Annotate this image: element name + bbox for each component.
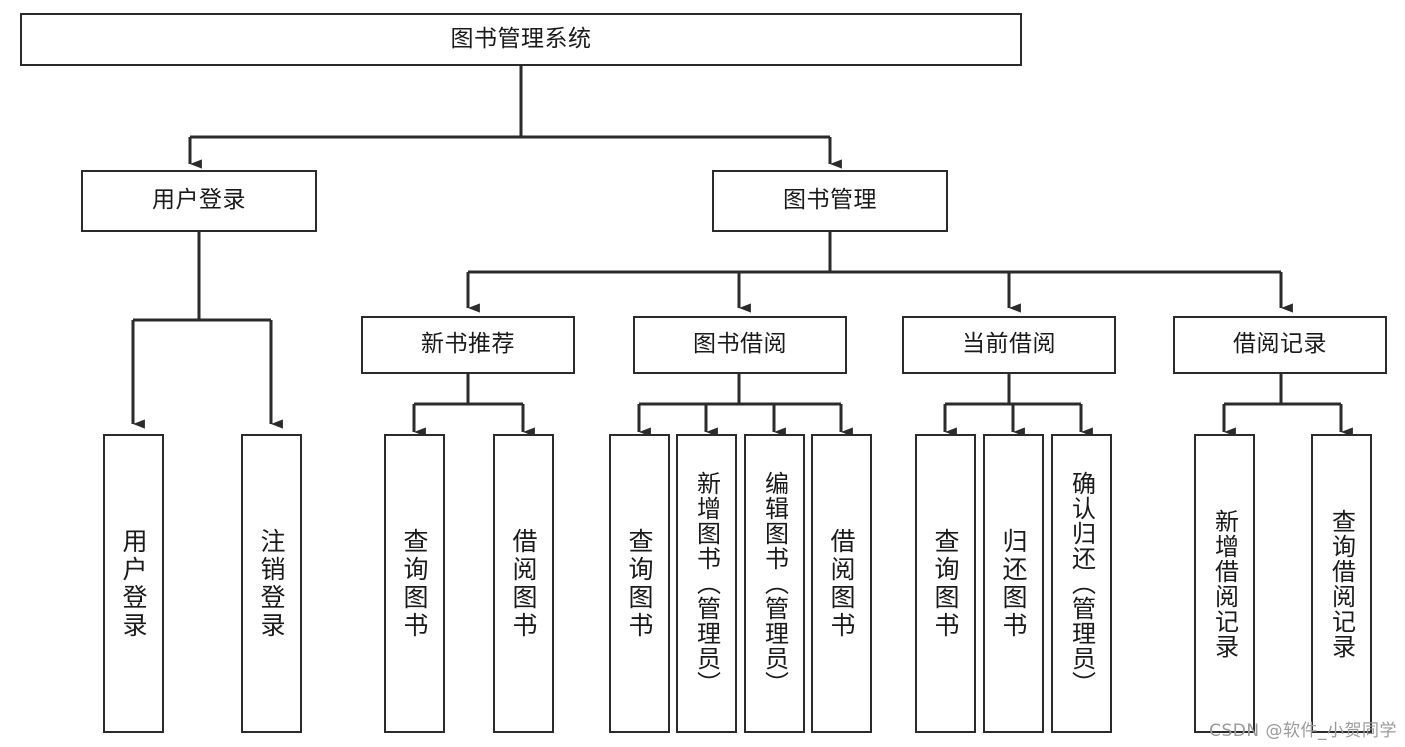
node-borrow-record[interactable]: 借阅记录 [1173, 316, 1387, 374]
node-leaf-query-book-3[interactable]: 查询图书 [915, 434, 976, 733]
node-leaf-borrow-book-2[interactable]: 借阅图书 [811, 434, 872, 733]
node-leaf-user-login[interactable]: 用户登录 [103, 434, 164, 733]
node-leaf-edit-book[interactable]: 编辑图书（管理员） [744, 434, 805, 733]
node-label: 归还图书 [999, 527, 1028, 640]
node-label: 查询图书 [931, 527, 960, 640]
node-current-borrow[interactable]: 当前借阅 [902, 316, 1116, 374]
node-label: 借阅图书 [509, 527, 538, 640]
node-label: 新增借阅记录 [1210, 508, 1239, 659]
node-label: 当前借阅 [962, 331, 1056, 358]
node-new-book-recommend[interactable]: 新书推荐 [361, 316, 575, 374]
node-label: 用户登录 [119, 527, 148, 640]
node-label: 图书借阅 [693, 331, 787, 358]
node-label: 查询图书 [625, 527, 654, 640]
node-label: 查询图书 [400, 527, 429, 640]
node-leaf-add-record[interactable]: 新增借阅记录 [1194, 434, 1255, 733]
node-book-borrow[interactable]: 图书借阅 [633, 316, 847, 374]
node-leaf-return-book[interactable]: 归还图书 [983, 434, 1044, 733]
node-label: 用户登录 [152, 187, 246, 214]
node-label: 新书推荐 [421, 331, 515, 358]
node-label: 编辑图书（管理员） [760, 471, 789, 696]
node-label: 图书管理系统 [450, 25, 592, 52]
node-book-management[interactable]: 图书管理 [712, 170, 948, 232]
node-label: 借阅图书 [827, 527, 856, 640]
node-leaf-logout-login[interactable]: 注销登录 [241, 434, 302, 733]
node-user-login[interactable]: 用户登录 [81, 170, 317, 232]
node-label: 查询借阅记录 [1327, 508, 1356, 659]
node-leaf-query-record[interactable]: 查询借阅记录 [1311, 434, 1372, 733]
node-label: 确认归还（管理员） [1067, 471, 1096, 696]
node-root-book-management-system[interactable]: 图书管理系统 [20, 13, 1022, 66]
node-label: 借阅记录 [1233, 331, 1327, 358]
node-label: 新增图书（管理员） [692, 471, 721, 696]
node-leaf-add-book[interactable]: 新增图书（管理员） [676, 434, 737, 733]
node-leaf-borrow-book-1[interactable]: 借阅图书 [493, 434, 554, 733]
node-label: 注销登录 [257, 527, 286, 640]
node-label: 图书管理 [783, 187, 877, 214]
node-leaf-confirm-return[interactable]: 确认归还（管理员） [1051, 434, 1112, 733]
node-leaf-query-book-2[interactable]: 查询图书 [609, 434, 670, 733]
node-leaf-query-book-1[interactable]: 查询图书 [384, 434, 445, 733]
watermark-text: CSDN @软件_小贺同学 [1209, 721, 1397, 741]
